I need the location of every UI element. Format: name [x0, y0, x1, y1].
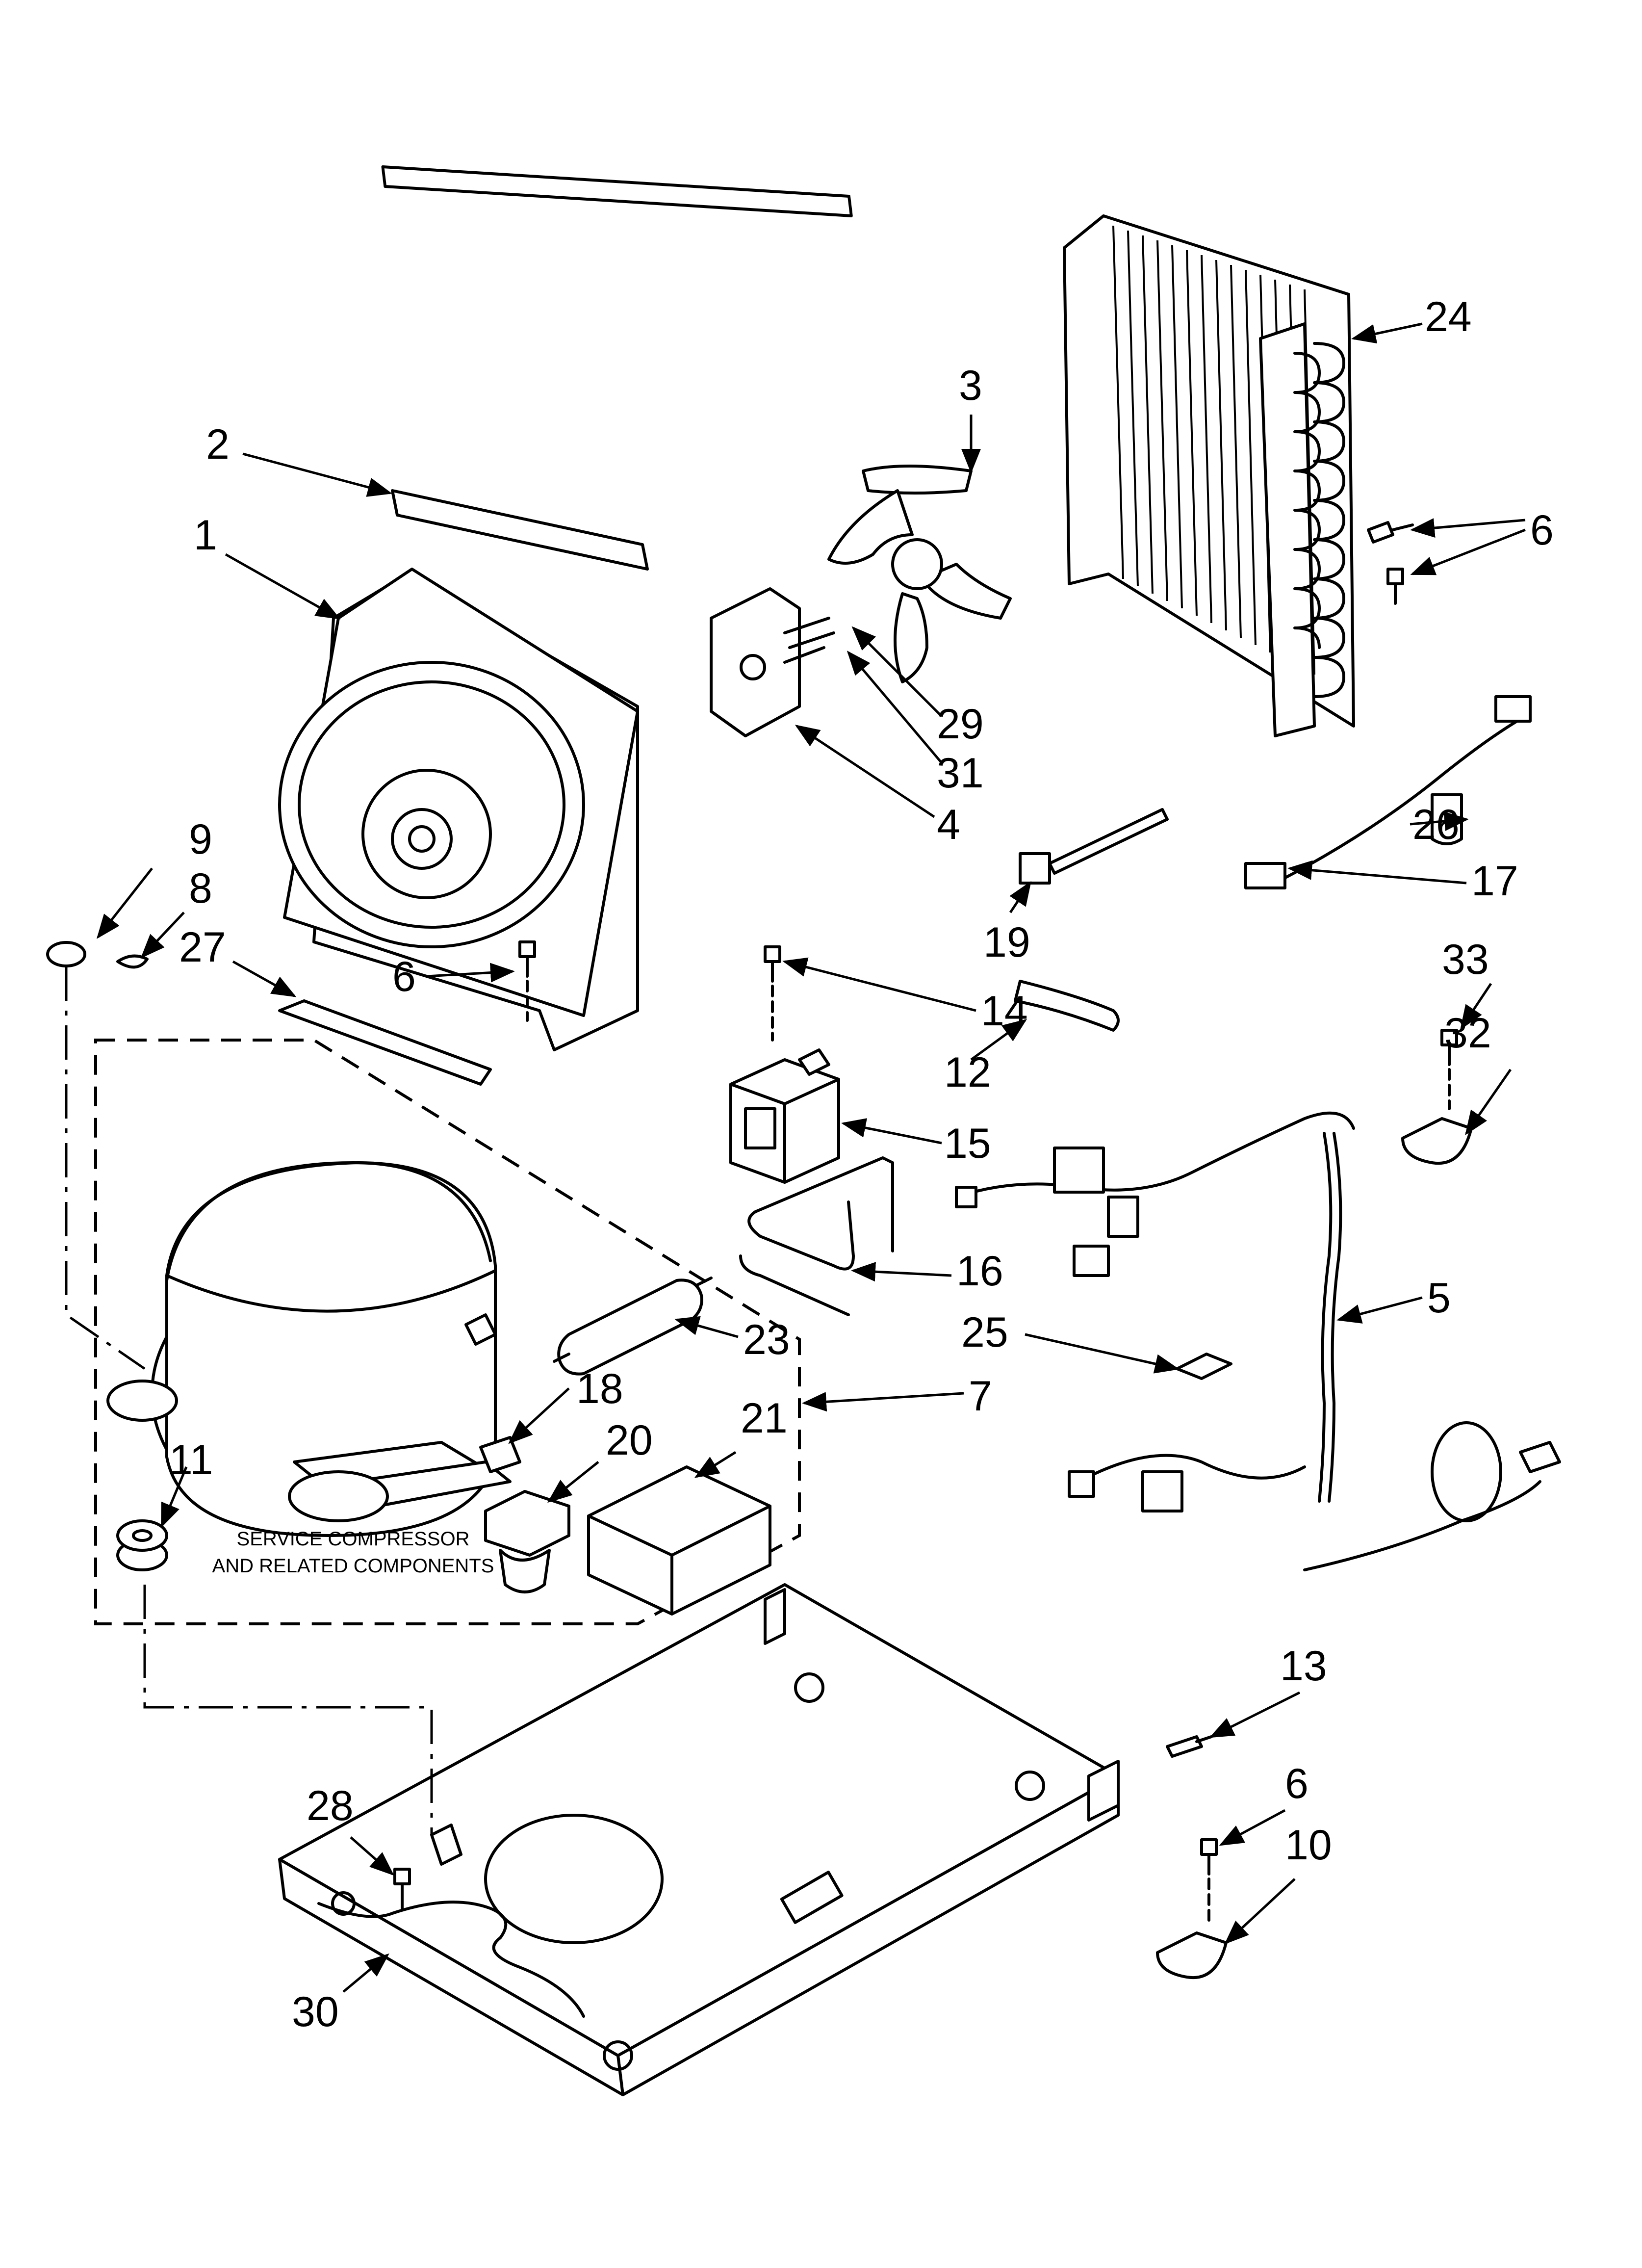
base-bracket	[430, 1824, 462, 1866]
wire-harness	[955, 1111, 1561, 1571]
callout-21: 21	[741, 1395, 788, 1442]
callout-24: 24	[1425, 293, 1472, 340]
callout-6-shroud: 6	[392, 953, 416, 1000]
fan-shroud	[278, 165, 853, 1051]
callout-14: 14	[981, 988, 1028, 1035]
gasket	[391, 489, 649, 571]
callout-32: 32	[1444, 1010, 1491, 1057]
callout-18: 18	[576, 1365, 623, 1412]
condenser	[1063, 214, 1355, 737]
base-pan	[278, 1583, 1120, 2096]
callout-16: 16	[956, 1248, 1003, 1295]
callout-5: 5	[1427, 1275, 1451, 1322]
cable-tie	[1019, 808, 1169, 885]
insulation-strip	[278, 999, 492, 1086]
overload-relay	[484, 1490, 570, 1593]
leader-lines	[96, 322, 1526, 1993]
assembly-line-base	[143, 1585, 433, 1835]
solenoid-coil	[729, 1048, 840, 1184]
relay-cover	[587, 1465, 771, 1616]
callout-26: 26	[1412, 801, 1460, 848]
grommet	[46, 941, 86, 967]
callout-9: 9	[189, 816, 212, 863]
callout-15: 15	[944, 1120, 991, 1167]
callout-33: 33	[1442, 936, 1489, 983]
base-screw	[393, 1868, 411, 1910]
callout-7: 7	[969, 1373, 992, 1420]
relay-clip	[479, 1436, 521, 1473]
callout-6-lower: 6	[1285, 1760, 1308, 1807]
service-compressor-boundary	[94, 1039, 801, 1625]
clip	[116, 954, 149, 969]
tubing	[1014, 980, 1120, 1032]
callout-29: 29	[937, 701, 984, 748]
callout-28: 28	[307, 1782, 354, 1829]
drain-tube	[317, 1901, 585, 2018]
tubing-bracket	[739, 1156, 894, 1316]
fan-blade	[827, 465, 1012, 683]
filter-drier	[553, 1277, 713, 1376]
callout-23: 23	[743, 1316, 790, 1363]
clamp-screw	[1440, 1029, 1458, 1110]
callout-12: 12	[944, 1049, 991, 1096]
fan-motor	[710, 587, 835, 737]
callout-3: 3	[959, 362, 982, 409]
clamp-lower	[1156, 1931, 1228, 1980]
callout-20: 20	[606, 1417, 653, 1464]
condenser-screws	[1367, 521, 1414, 605]
service-note-line1: SERVICE COMPRESSOR	[237, 1528, 470, 1550]
callout-13: 13	[1280, 1642, 1327, 1690]
callout-2: 2	[206, 421, 230, 468]
assembly-line-grommet	[65, 966, 146, 1370]
thermistor	[1244, 695, 1532, 889]
callout-31: 31	[937, 750, 984, 797]
leveling-leg	[1166, 1735, 1213, 1758]
compressor-grommet	[116, 1519, 168, 1571]
callout-27: 27	[179, 924, 226, 971]
callout-17: 17	[1471, 858, 1518, 905]
shroud-screw	[518, 940, 536, 1022]
callout-25: 25	[961, 1309, 1008, 1356]
callout-labels: 2 1 3 24 6 29 31 4 26 17 19 33 32 9 8 27…	[169, 293, 1554, 2035]
clamp-screw-lower	[1200, 1838, 1218, 1925]
harness-clip	[1176, 1353, 1232, 1380]
callout-19: 19	[983, 919, 1030, 966]
callout-11: 11	[169, 1436, 213, 1484]
compressor	[106, 1161, 512, 1537]
clamp	[1401, 1117, 1473, 1165]
callout-10: 10	[1285, 1822, 1332, 1869]
callout-30: 30	[292, 1988, 339, 2035]
callout-8: 8	[189, 865, 212, 912]
callout-1: 1	[194, 512, 217, 559]
callout-6-condenser: 6	[1530, 507, 1554, 554]
solenoid-screw	[764, 945, 781, 1042]
callout-4: 4	[937, 801, 960, 848]
service-note-line2: AND RELATED COMPONENTS	[212, 1555, 494, 1577]
